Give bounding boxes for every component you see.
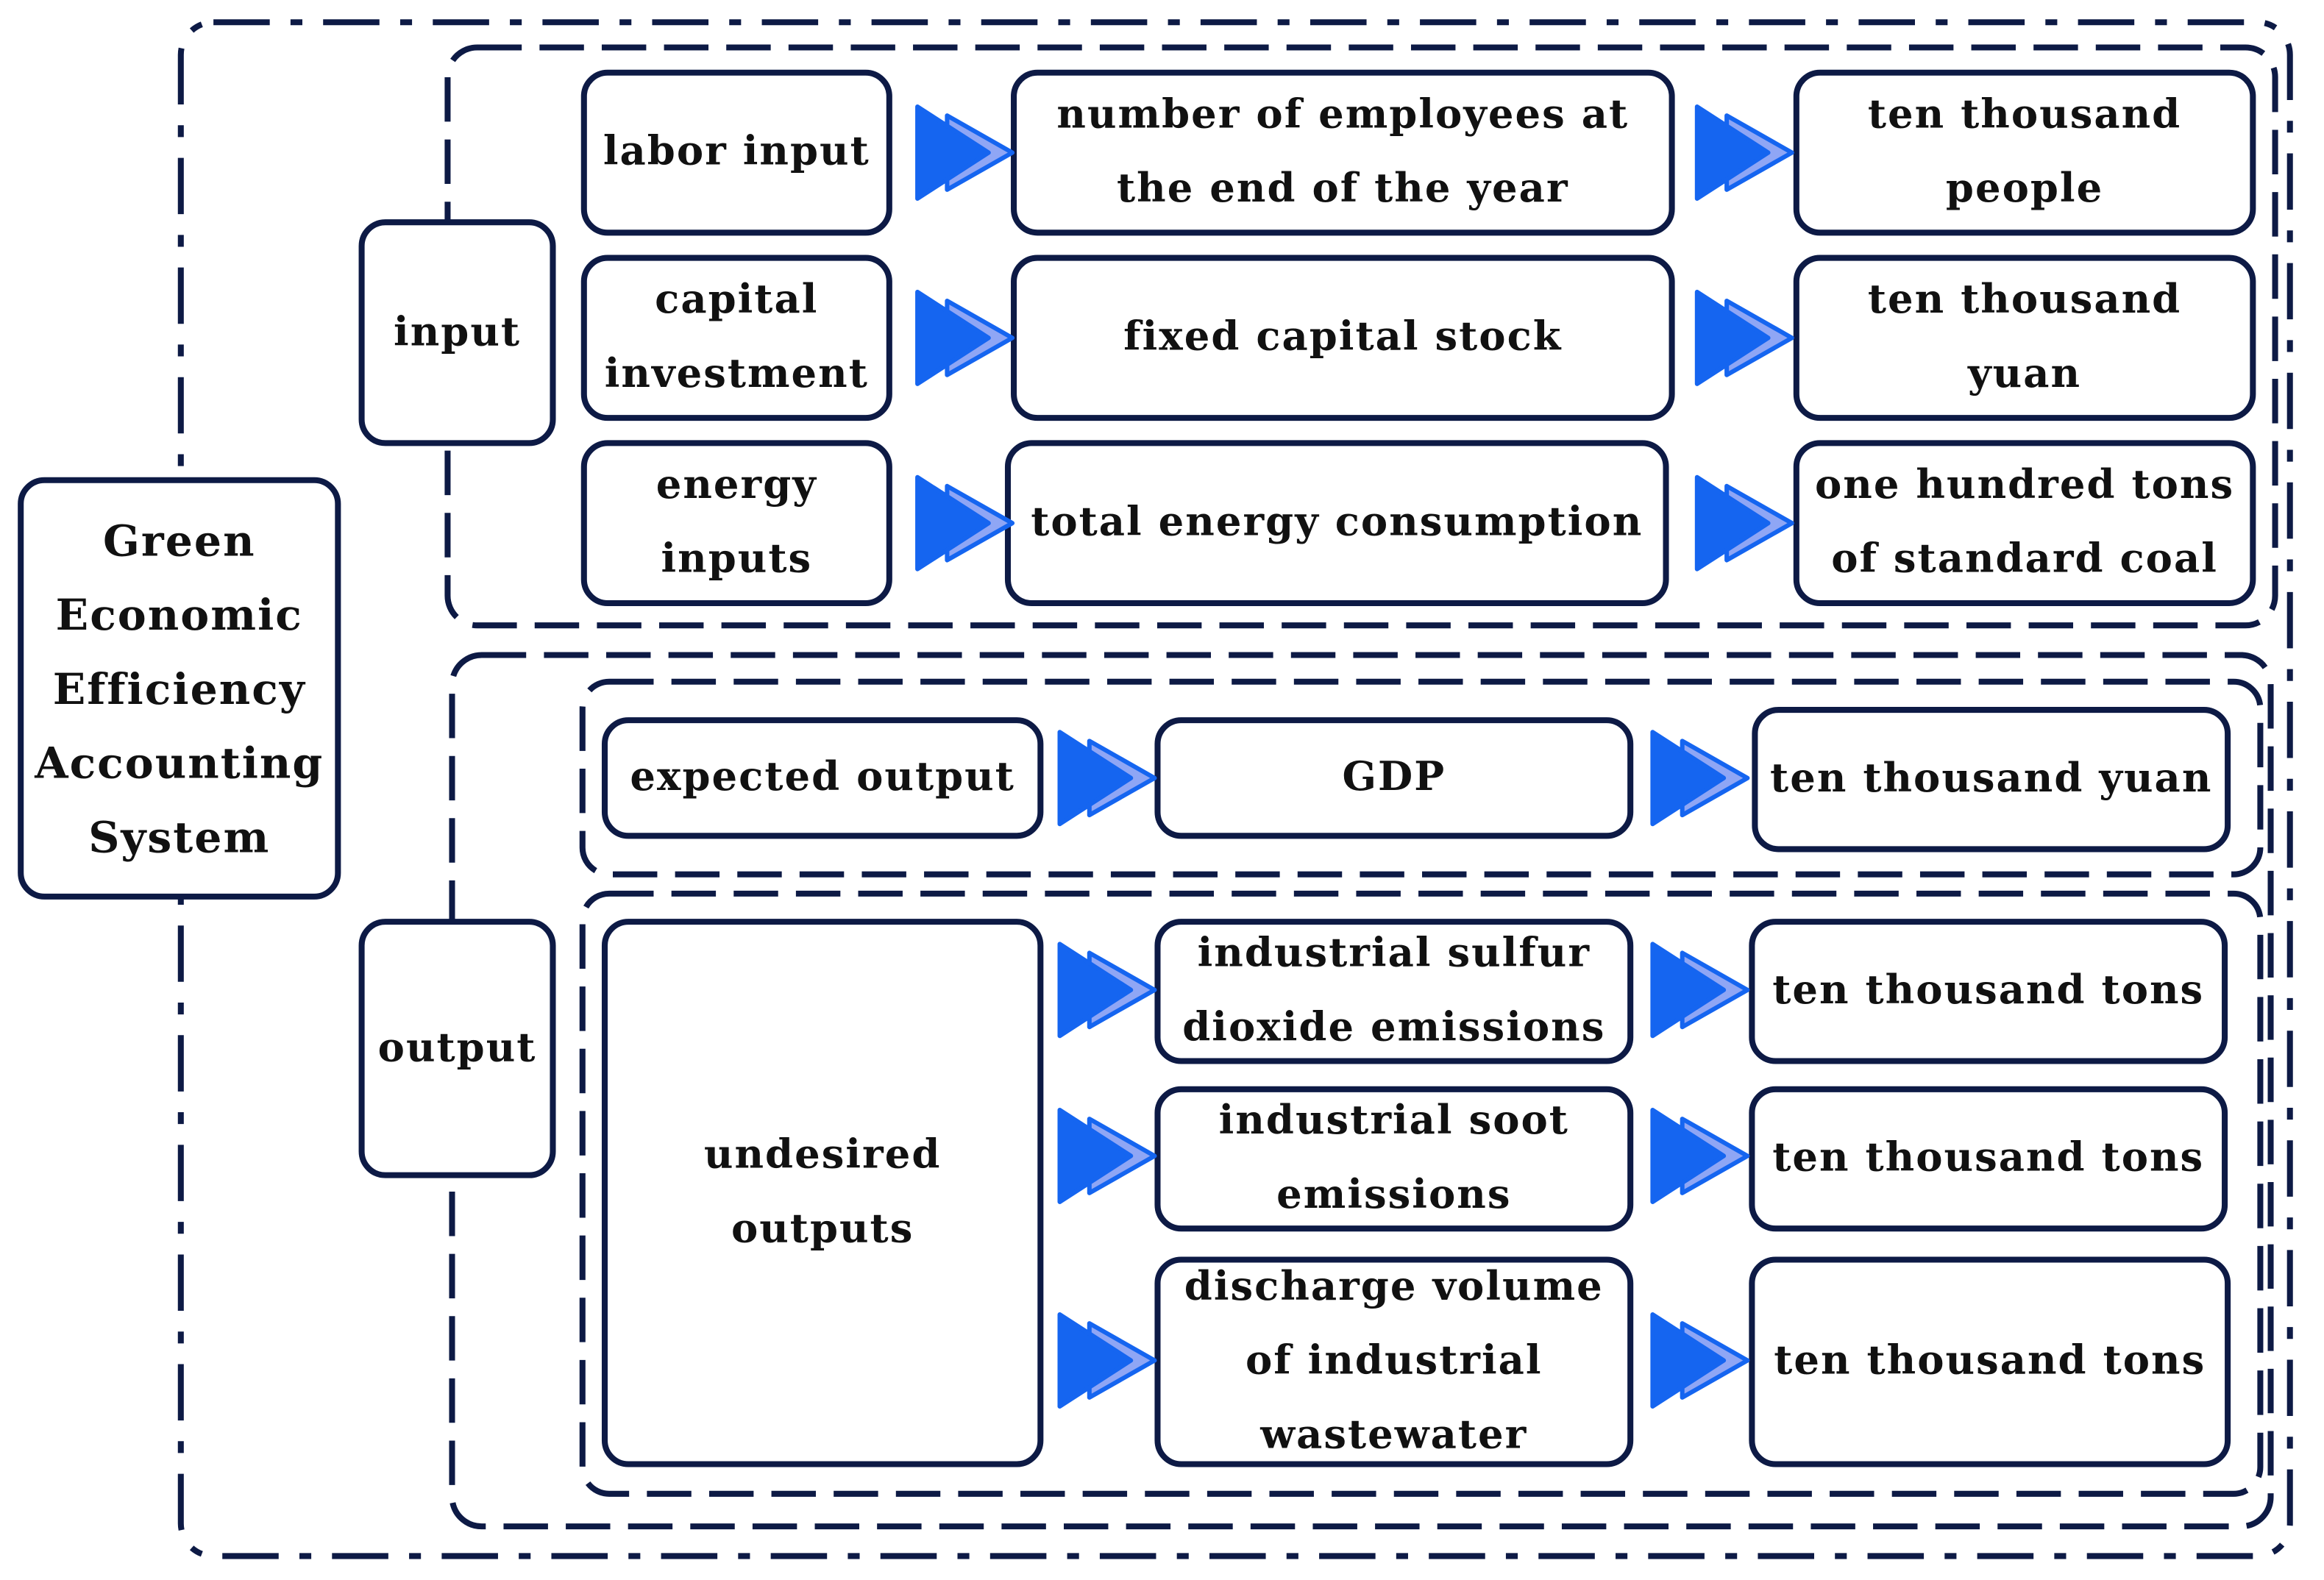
double-arrow-icon bbox=[1650, 730, 1750, 827]
double-arrow-icon bbox=[915, 289, 1015, 386]
sulfur-unit: ten thousand tons bbox=[1749, 919, 2228, 1064]
energy-category: energy inputs bbox=[580, 440, 892, 607]
expected-output-category: expected output bbox=[601, 717, 1044, 839]
undesired-outputs-category: undesired outputs bbox=[601, 919, 1044, 1467]
double-arrow-icon bbox=[1650, 1107, 1750, 1204]
wastewater-indicator: discharge volume of industrial wastewate… bbox=[1154, 1256, 1634, 1467]
double-arrow-icon bbox=[1057, 730, 1157, 827]
input-node: input bbox=[358, 219, 556, 446]
capital-unit: ten thousand yuan bbox=[1793, 255, 2256, 421]
double-arrow-icon bbox=[1057, 1107, 1157, 1204]
wastewater-unit: ten thousand tons bbox=[1749, 1256, 2231, 1467]
gdp-unit: ten thousand yuan bbox=[1752, 707, 2231, 853]
soot-unit: ten thousand tons bbox=[1749, 1086, 2228, 1232]
labor-input-indicator: number of employees at the end of the ye… bbox=[1011, 69, 1675, 236]
labor-input-unit: ten thousand people bbox=[1793, 69, 2256, 236]
capital-indicator: fixed capital stock bbox=[1011, 255, 1675, 421]
sulfur-indicator: industrial sulfur dioxide emissions bbox=[1154, 919, 1634, 1064]
double-arrow-icon bbox=[1057, 1312, 1157, 1409]
labor-input-category: labor input bbox=[580, 69, 892, 236]
expected-group-border bbox=[579, 678, 2264, 878]
energy-unit: one hundred tons of standard coal bbox=[1793, 440, 2256, 607]
system-title: Green Economic Efficiency Accounting Sys… bbox=[18, 477, 341, 900]
soot-indicator: industrial soot emissions bbox=[1154, 1086, 1634, 1232]
double-arrow-icon bbox=[915, 104, 1015, 201]
double-arrow-icon bbox=[915, 474, 1015, 572]
undesired-group-border bbox=[579, 890, 2264, 1497]
double-arrow-icon bbox=[1694, 104, 1794, 201]
output-node: output bbox=[358, 919, 556, 1178]
double-arrow-icon bbox=[1650, 1312, 1750, 1409]
capital-category: capital investment bbox=[580, 255, 892, 421]
energy-indicator: total energy consumption bbox=[1004, 440, 1669, 607]
double-arrow-icon bbox=[1650, 942, 1750, 1039]
double-arrow-icon bbox=[1694, 474, 1794, 572]
gdp-indicator: GDP bbox=[1154, 717, 1634, 839]
double-arrow-icon bbox=[1057, 942, 1157, 1039]
double-arrow-icon bbox=[1694, 289, 1794, 386]
